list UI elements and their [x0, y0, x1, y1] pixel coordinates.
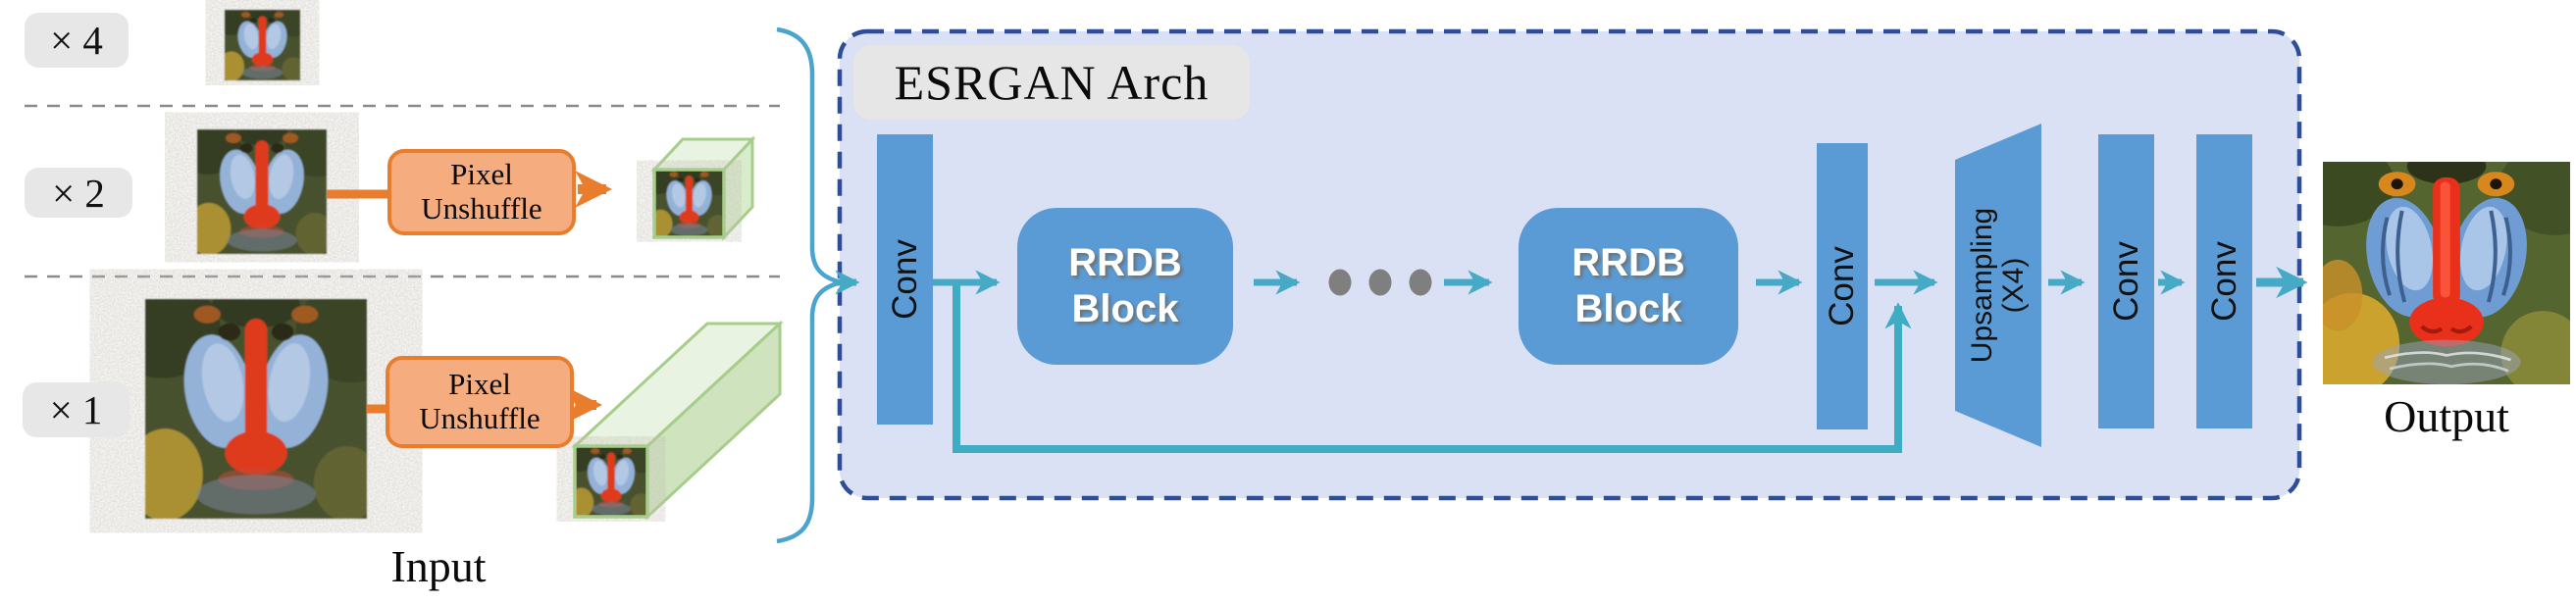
conv-bar-3: Conv [2098, 134, 2154, 428]
conv-bar-4-label: Conv [2204, 241, 2243, 322]
rrdb-block-1: RRDB Block [1017, 208, 1233, 365]
upsampling-shape [1955, 124, 2041, 447]
scale-label-x2: × 2 [25, 168, 132, 218]
unshuffled-cuboid-x1 [571, 320, 784, 521]
rrdb-block-1-line2: Block [1071, 287, 1179, 330]
pixel-unshuffle-x1-line2: Unshuffle [419, 401, 541, 435]
skip-connection [953, 285, 1912, 453]
rrdb-block-2-line2: Block [1574, 287, 1682, 330]
input-caption: Input [345, 539, 532, 592]
esrgan-arch-title: ESRGAN Arch [853, 45, 1250, 120]
output-image [2281, 142, 2576, 396]
scale-label-x4-text: × 4 [50, 18, 103, 63]
output-caption: Output [2340, 388, 2553, 443]
pixel-unshuffle-x2-line1: Pixel [450, 157, 513, 192]
pixel-unshuffle-x2-line2: Unshuffle [421, 191, 542, 226]
input-brace [776, 26, 843, 544]
scale-label-x4: × 4 [25, 13, 129, 68]
rrdb-block-2-line1: RRDB [1571, 240, 1685, 284]
upsampling-label: Upsampling (X4) [1959, 138, 2037, 432]
upsampling-label-line2: (X4) [1997, 257, 2030, 314]
ellipsis-dots [1328, 269, 1432, 296]
input-image-x4 [225, 10, 300, 80]
conv-bar-2: Conv [1817, 143, 1868, 429]
output-caption-text: Output [2384, 390, 2509, 441]
conv-bar-3-label: Conv [2106, 241, 2145, 322]
esrgan-arch-title-text: ESRGAN Arch [894, 55, 1210, 110]
pixel-unshuffle-box-x1: Pixel Unshuffle [386, 356, 574, 448]
input-caption-text: Input [390, 540, 487, 591]
conv-bar-1: Conv [877, 134, 933, 425]
rrdb-block-1-line1: RRDB [1068, 240, 1182, 284]
scale-label-x1-text: × 1 [49, 387, 103, 432]
scale-label-x1: × 1 [23, 382, 129, 437]
input-image-x2 [197, 129, 327, 254]
conv-bar-1-label: Conv [885, 239, 924, 320]
conv-bar-2-label: Conv [1823, 246, 1861, 327]
conv-bar-4: Conv [2196, 134, 2252, 428]
unshuffled-cube-x2 [650, 135, 756, 241]
pixel-unshuffle-x1-line1: Pixel [448, 367, 511, 402]
upsampling-label-line1: Upsampling [1965, 207, 1998, 364]
pixel-unshuffle-box-x2: Pixel Unshuffle [387, 149, 576, 235]
rrdb-block-2: RRDB Block [1519, 208, 1738, 365]
pixel-unshuffle-connectors [327, 171, 613, 424]
scale-label-x2-text: × 2 [52, 170, 105, 216]
input-image-x1 [145, 299, 367, 519]
